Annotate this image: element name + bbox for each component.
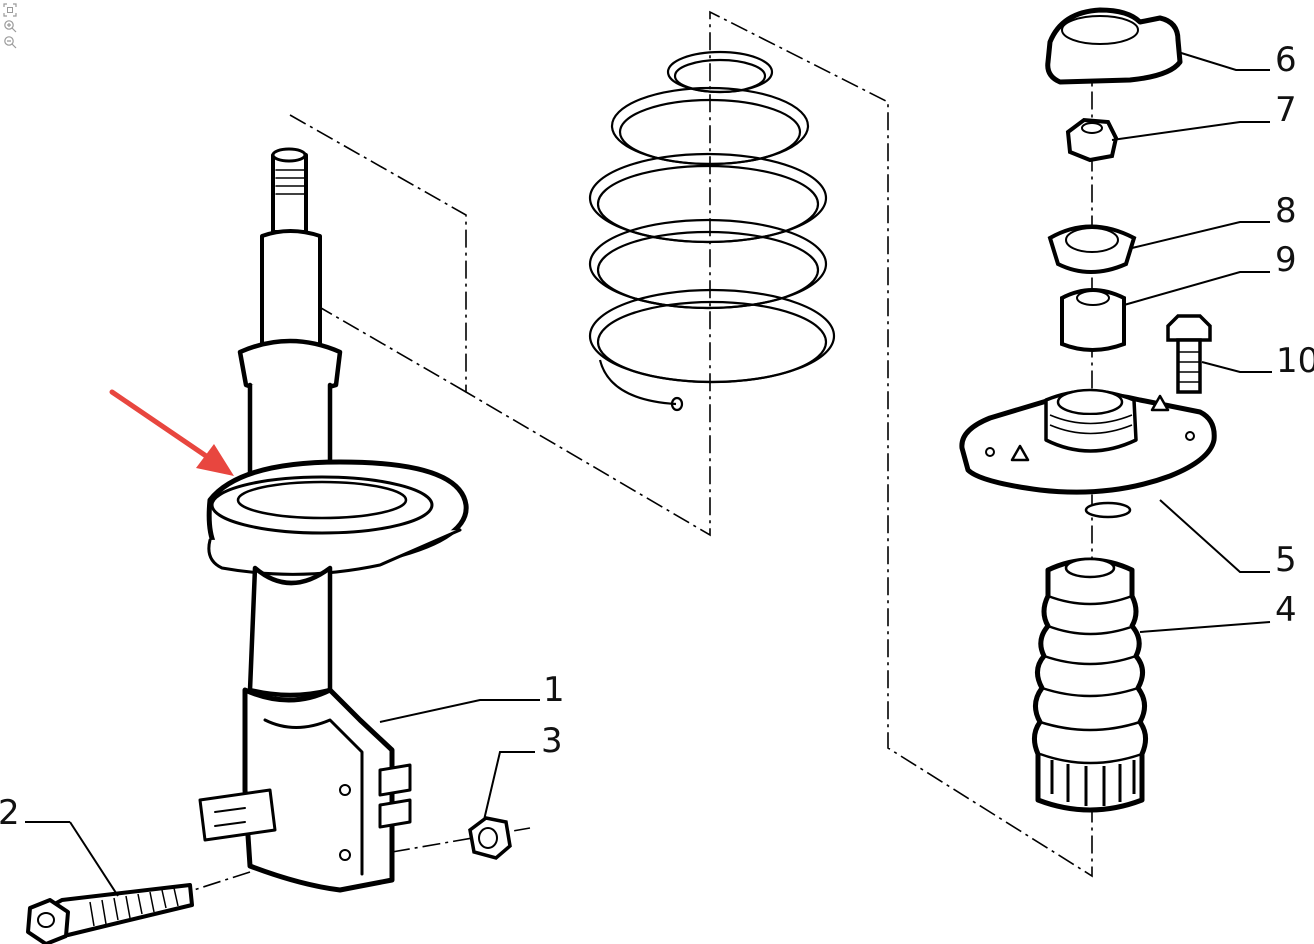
callout-6: 6 xyxy=(1275,40,1297,80)
coil-spring xyxy=(588,50,836,412)
callout-5: 5 xyxy=(1275,540,1297,580)
viewer-toolbar xyxy=(3,3,19,49)
part-3-nut xyxy=(468,816,512,860)
callout-2: 2 xyxy=(0,793,20,833)
zoom-out-icon[interactable] xyxy=(3,35,17,49)
callout-9: 9 xyxy=(1275,240,1297,280)
callout-1: 1 xyxy=(543,670,565,710)
part-1-shock-strut xyxy=(198,147,469,893)
callout-4: 4 xyxy=(1275,590,1297,630)
callout-8: 8 xyxy=(1275,191,1297,231)
part-7-lock-nut xyxy=(1065,117,1119,163)
part-10-mount-bolt xyxy=(1166,314,1212,394)
callout-7: 7 xyxy=(1275,90,1297,130)
callout-labels: 1 2 3 4 5 6 7 8 9 10 xyxy=(0,40,1314,833)
part-6-top-cap xyxy=(1045,7,1183,85)
part-4-bump-stop-boot xyxy=(1032,557,1148,813)
part-5-upper-mount xyxy=(959,388,1217,519)
leader-lines xyxy=(25,51,1272,897)
part-8-cup-washer xyxy=(1047,224,1137,274)
callout-3: 3 xyxy=(541,721,563,761)
zoom-in-icon[interactable] xyxy=(3,19,17,33)
part-2-bolt xyxy=(26,883,194,944)
part-9-spacer xyxy=(1060,288,1126,352)
fit-to-screen-icon[interactable] xyxy=(3,3,17,17)
callout-10: 10 xyxy=(1276,341,1314,381)
highlight-arrow xyxy=(109,389,234,476)
